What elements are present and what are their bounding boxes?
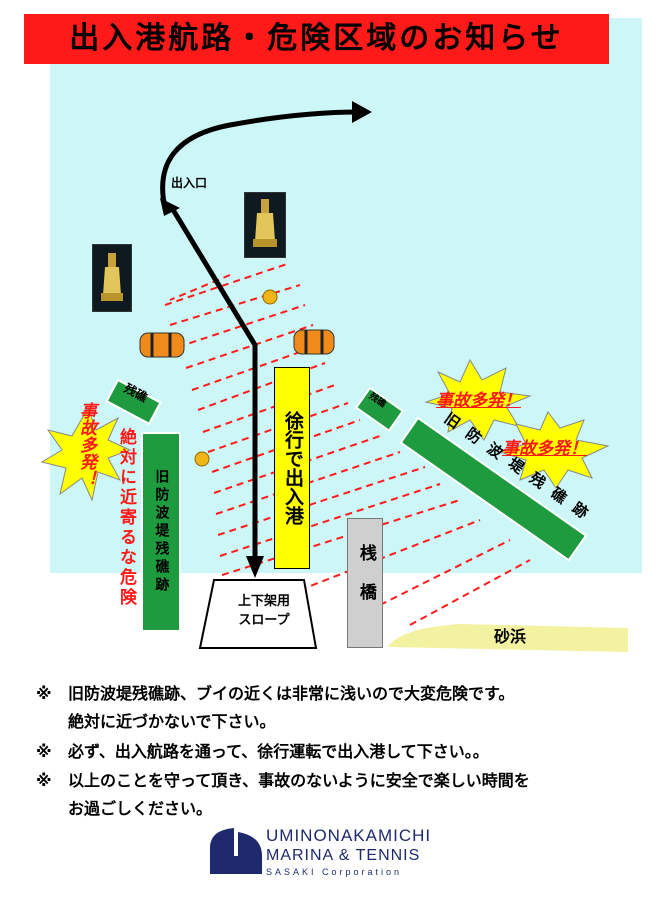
right-breakwater-sign bbox=[399, 416, 588, 562]
float-barrel-right bbox=[293, 329, 335, 355]
logo-line1: UMINONAKAMICHI bbox=[266, 826, 432, 845]
note-mark: ※ bbox=[36, 742, 52, 761]
buoy-photo-left bbox=[92, 244, 132, 312]
note-text: 以上のことを守って頂き、事故のないように安全で楽しい時間を bbox=[68, 771, 530, 790]
accident-label-right: 事故多発！ bbox=[502, 434, 587, 459]
left-breakwater-sign: 旧防波堤残礁跡 bbox=[141, 432, 181, 632]
beach-shape bbox=[388, 624, 628, 652]
company-logo-icon bbox=[210, 828, 262, 874]
burst-shape bbox=[40, 406, 132, 502]
route-path bbox=[160, 109, 361, 565]
buoy-dot bbox=[194, 451, 210, 467]
accident-text: 事故多発！ bbox=[436, 391, 521, 411]
accident-label-middle: 事故多発！ bbox=[436, 386, 521, 411]
note-text: 旧防波堤残礁跡、ブイの近くは非常に浅いので大変危険です。 bbox=[68, 684, 515, 703]
slipway-label: 上下架用 スロープ bbox=[209, 592, 319, 630]
buoy-photo-right bbox=[244, 192, 286, 258]
accident-text: 事故多発！ bbox=[76, 402, 96, 487]
right-small-sign bbox=[354, 386, 405, 432]
arrow-down-icon bbox=[246, 556, 264, 578]
slipway-line1: 上下架用 bbox=[237, 594, 290, 609]
pier-sign: 桟橋 bbox=[347, 518, 383, 648]
beach-label: 砂浜 bbox=[494, 627, 527, 646]
note-1: ※ 旧防波堤残礁跡、ブイの近くは非常に浅いので大変危険です。 bbox=[36, 680, 514, 704]
buoy-dot bbox=[262, 289, 278, 305]
danger-warning-text: 絶対に近寄るな危険 bbox=[114, 428, 136, 613]
note-mark: ※ bbox=[36, 771, 52, 790]
note-mark: ※ bbox=[36, 684, 52, 703]
accident-text: 事故多発！ bbox=[502, 439, 587, 459]
slipway-shape bbox=[198, 579, 318, 649]
note-text: 絶対に近づかないで下さい。 bbox=[68, 712, 276, 731]
float-barrel-left bbox=[139, 332, 185, 358]
entrance-label: 出入口 bbox=[171, 176, 208, 190]
arrow-right-icon bbox=[352, 101, 372, 123]
pier-label: 桟橋 bbox=[355, 544, 376, 622]
note-3-continued: お過ごしください。 bbox=[68, 795, 212, 819]
burst-shape bbox=[498, 411, 610, 489]
note-text: お過ごしください。 bbox=[68, 799, 213, 818]
danger-warning-label: 絶対に近寄るな危険 bbox=[116, 428, 136, 608]
note-3: ※ 以上のことを守って頂き、事故のないように安全で楽しい時間を bbox=[36, 767, 530, 791]
note-2: ※ 必ず、出入航路を通って、徐行運転で出入港して下さい。。 bbox=[36, 738, 489, 762]
left-breakwater-label: 旧防波堤残礁跡 bbox=[153, 469, 170, 595]
slow-sign: 徐行で出入港 bbox=[274, 367, 310, 569]
logo-line3: SASAKI Corporation bbox=[266, 867, 403, 877]
slow-sign-text: 徐行で出入港 bbox=[281, 411, 304, 525]
arrow-up-icon bbox=[160, 198, 180, 216]
accident-label-left: 事故多発！ bbox=[74, 402, 99, 492]
page-title: 出入港航路・危険区域のお知らせ bbox=[24, 14, 609, 64]
left-small-sign bbox=[105, 378, 162, 426]
note-text: 必ず、出入航路を通って、徐行運転で出入港して下さい。。 bbox=[68, 742, 489, 761]
burst-shape bbox=[424, 358, 532, 441]
slipway-line2: スロープ bbox=[238, 613, 290, 628]
logo-line2: MARINA & TENNIS bbox=[266, 847, 421, 864]
note-1-continued: 絶対に近づかないで下さい。 bbox=[68, 708, 276, 732]
